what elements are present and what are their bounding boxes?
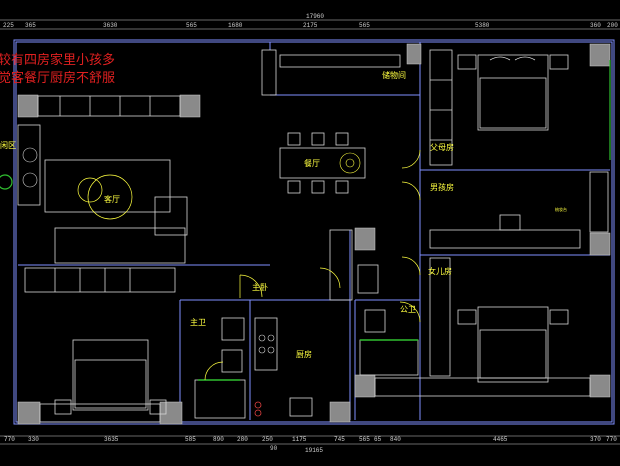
column — [329, 401, 351, 423]
dining-table — [279, 132, 366, 194]
walls — [13, 39, 615, 425]
master-room-furniture — [24, 267, 263, 415]
top-dimensions: 17960 225 365 3630 565 1680 2175 565 538… — [0, 13, 620, 30]
column — [17, 94, 39, 118]
dim-top-0: 225 — [3, 22, 14, 29]
dim-bot-3: 585 — [185, 436, 196, 443]
note-line-2: 觉客餐厅厨房不舒服 — [0, 70, 115, 86]
label-kitchen: 厨房 — [296, 349, 312, 359]
dim-bot-10: 65 — [374, 436, 382, 443]
room-labels: 储物间 父母房 餐厅 客厅 男孩房 梳妆台 闲区 主卧 女儿房 主卫 公卫 厨房 — [0, 70, 567, 359]
column — [589, 43, 611, 67]
dim-bot-13: 370 — [590, 436, 601, 443]
dim-bot-0: 770 — [4, 436, 15, 443]
column — [589, 374, 611, 398]
dim-bot-total: 19165 — [305, 447, 323, 454]
dim-top-9: 200 — [607, 22, 618, 29]
column — [406, 43, 422, 65]
dim-top-7: 5380 — [475, 22, 490, 29]
dim-bot-sub: 90 — [270, 445, 278, 452]
label-boys-room: 男孩房 — [430, 182, 454, 192]
label-small: 梳妆台 — [555, 206, 567, 212]
dim-top-5: 2175 — [303, 22, 318, 29]
public-bath-fixtures — [357, 264, 421, 376]
dim-bot-14: 770 — [606, 436, 617, 443]
windows — [37, 49, 591, 423]
dim-bot-8: 745 — [334, 436, 345, 443]
dim-top-1: 365 — [25, 22, 36, 29]
dim-bot-5: 280 — [237, 436, 248, 443]
dim-bot-9: 565 — [359, 436, 370, 443]
label-public-bath: 公卫 — [400, 305, 416, 314]
label-parents-room: 父母房 — [430, 142, 454, 152]
column — [589, 232, 611, 256]
column — [17, 401, 41, 425]
label-storage: 储物间 — [382, 70, 406, 80]
dim-top-8: 360 — [590, 22, 601, 29]
column — [179, 94, 201, 118]
notes: 较有四房家里小孩多 觉客餐厅厨房不舒服 — [0, 52, 115, 86]
kitchen-fixtures — [254, 229, 353, 417]
parents-bed — [457, 54, 569, 131]
boys-desk — [429, 171, 609, 249]
label-dining: 餐厅 — [304, 159, 320, 168]
dim-top-4: 1680 — [228, 22, 243, 29]
master-bath-fixtures — [194, 317, 246, 419]
bottom-dimensions: 770 330 3635 585 890 280 250 1175 745 56… — [0, 435, 620, 454]
dim-top-6: 565 — [359, 22, 370, 29]
dim-top-3: 565 — [186, 22, 197, 29]
dim-bot-12: 4465 — [493, 436, 508, 443]
dim-bot-4: 890 — [213, 436, 224, 443]
label-master-room: 主卧 — [252, 282, 268, 292]
label-girls-room: 女儿房 — [428, 266, 452, 276]
label-living: 客厅 — [104, 194, 120, 204]
dim-top-2: 3630 — [103, 22, 118, 29]
dim-bot-1: 330 — [28, 436, 39, 443]
column — [354, 227, 376, 251]
storage-shelves — [279, 49, 453, 166]
column — [159, 401, 183, 425]
columns — [17, 43, 611, 425]
doors — [401, 60, 611, 276]
dim-bot-2: 3635 — [104, 436, 119, 443]
dim-bot-11: 840 — [390, 436, 401, 443]
label-leisure: 闲区 — [0, 141, 16, 150]
dim-bot-6: 250 — [262, 436, 273, 443]
label-master-bath: 主卫 — [190, 317, 206, 327]
girls-bed — [429, 257, 569, 383]
dim-top-total: 17960 — [306, 13, 324, 20]
note-line-1: 较有四房家里小孩多 — [0, 52, 115, 68]
dim-bot-7: 1175 — [292, 436, 307, 443]
column — [354, 374, 376, 398]
living-furniture — [0, 124, 188, 264]
